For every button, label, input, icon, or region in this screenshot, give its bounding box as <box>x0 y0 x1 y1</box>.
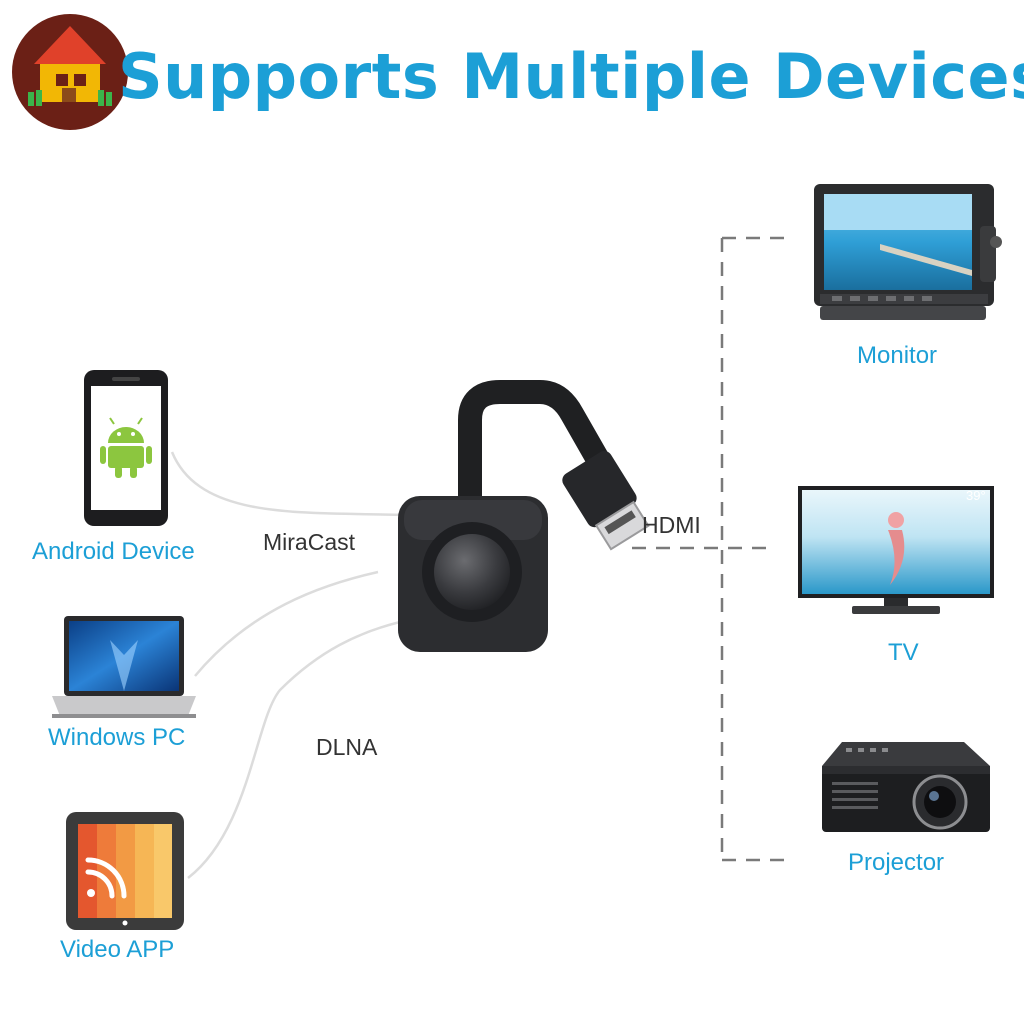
miracast-label: MiraCast <box>263 529 356 555</box>
tv-label: TV <box>888 639 919 666</box>
hdmi-label: HDMI <box>642 512 701 538</box>
connection-lines <box>170 451 406 879</box>
hdmi-dongle-icon <box>398 380 650 652</box>
video-app-label: Video APP <box>60 936 175 963</box>
page-title: Supports Multiple Devices <box>118 40 1024 113</box>
house-logo-icon <box>12 14 128 130</box>
tv-icon <box>798 486 994 614</box>
projector-icon: 39° <box>822 488 990 832</box>
hdmi-dashed-lines <box>632 236 790 862</box>
dlna-label: DLNA <box>316 734 378 760</box>
monitor-icon <box>814 184 1002 320</box>
laptop-icon <box>52 616 196 718</box>
android-device-label: Android Device <box>32 538 195 565</box>
tv-screen-text: 39° <box>966 488 986 503</box>
windows-pc-label: Windows PC <box>48 724 186 751</box>
projector-label: Projector <box>848 849 945 876</box>
android-phone-icon <box>84 370 168 526</box>
monitor-label: Monitor <box>857 342 938 369</box>
video-app-icon <box>66 812 184 930</box>
